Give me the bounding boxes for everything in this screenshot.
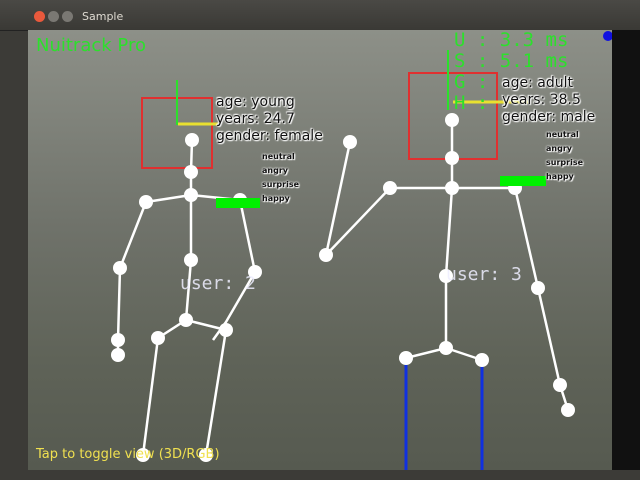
status-dot <box>603 31 612 41</box>
user-2-years: years: 24.7 <box>216 111 295 127</box>
close-button[interactable] <box>34 11 45 22</box>
emotion-label: surprise <box>262 180 300 189</box>
toggle-view-hint[interactable]: Tap to toggle view (3D/RGB) <box>36 447 220 462</box>
title-bar: Sample <box>0 0 640 31</box>
timing-g: G : <box>454 71 489 93</box>
window-bottom-border <box>0 470 640 480</box>
window-title: Sample <box>82 10 124 23</box>
emotion-label: angry <box>262 166 288 175</box>
skeleton-overlay <box>111 31 612 470</box>
user-2-age: age: young <box>216 94 295 110</box>
emotion-bar-user-2 <box>216 198 260 208</box>
user-3-age: age: adult <box>502 75 573 91</box>
brand-label: Nuitrack Pro <box>36 35 146 56</box>
user-3-label: user: 3 <box>446 264 522 285</box>
timing-s: S : 5.1 ms <box>454 50 569 72</box>
emotion-label: neutral <box>546 130 579 139</box>
maximize-button[interactable] <box>62 11 73 22</box>
emotion-label: happy <box>262 194 290 203</box>
timing-u: U : 3.3 ms <box>454 30 569 51</box>
user-3-years: years: 38.5 <box>502 92 581 108</box>
window-edge <box>612 30 640 480</box>
user-3-gender: gender: male <box>502 109 596 125</box>
emotion-label: happy <box>546 172 574 181</box>
timing-h: H : <box>454 92 489 114</box>
camera-view[interactable]: Nuitrack Pro U : 3.3 ms S : 5.1 ms G : H… <box>28 30 612 470</box>
skeleton-user-2 <box>116 139 257 456</box>
user-2-label: user: 2 <box>180 273 256 294</box>
emotion-label: angry <box>546 144 572 153</box>
emotion-label: neutral <box>262 152 295 161</box>
emotion-bar-user-3 <box>500 176 546 186</box>
user-2-gender: gender: female <box>216 128 323 144</box>
emotion-label: surprise <box>546 158 584 167</box>
minimize-button[interactable] <box>48 11 59 22</box>
